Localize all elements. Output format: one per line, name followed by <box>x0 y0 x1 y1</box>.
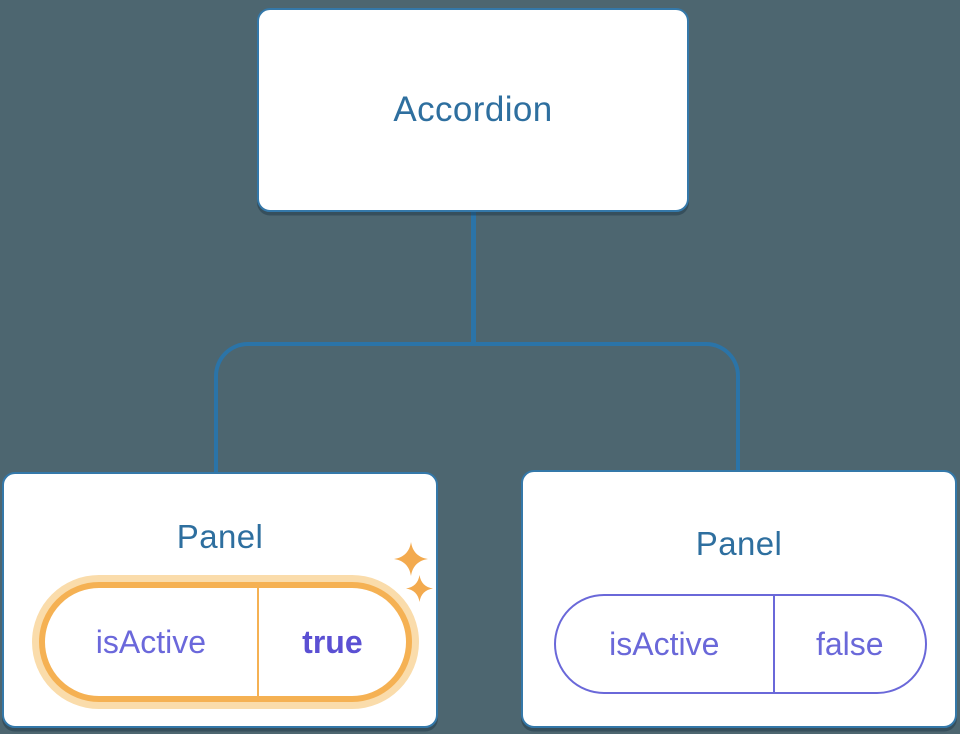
prop-value: false <box>815 625 884 662</box>
prop-name: isActive <box>556 596 775 692</box>
panel-node-inactive: Panel isActive false <box>521 470 957 728</box>
sparkle-icon <box>406 574 433 603</box>
state-pill-active: isActive true <box>39 582 412 702</box>
connector-stem-line <box>471 211 476 345</box>
accordion-node: Accordion <box>257 8 689 212</box>
panel-node-active: Panel isActive true <box>2 472 438 728</box>
panel-title: Panel <box>176 518 264 555</box>
connector-branch-lines <box>214 342 740 473</box>
prop-name: isActive <box>45 588 259 696</box>
panel-title: Panel <box>695 525 783 562</box>
accordion-node-label: Accordion <box>393 90 553 129</box>
state-pill-inactive: isActive false <box>554 594 927 694</box>
sparkle-icon <box>394 541 428 577</box>
prop-value: true <box>302 623 363 660</box>
